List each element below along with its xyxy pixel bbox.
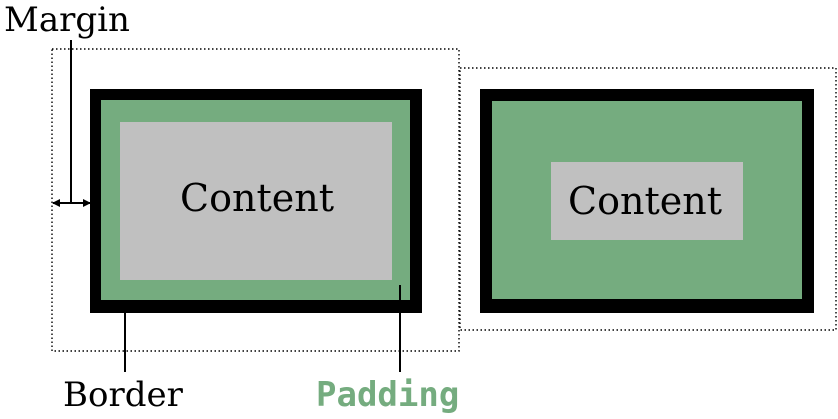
left-box-model: Content [51, 48, 460, 352]
left-margin-outline [51, 48, 460, 352]
padding-label: Padding [316, 375, 459, 415]
right-content-label: Content [568, 179, 722, 223]
border-label: Border [63, 375, 184, 415]
right-content-area [551, 162, 743, 240]
padding-annotation: Padding [316, 285, 459, 415]
left-content-label: Content [180, 176, 334, 220]
margin-label: Margin [4, 0, 130, 40]
border-annotation: Border [63, 311, 184, 415]
right-box-model: Content [459, 67, 837, 331]
margin-annotation: Margin [4, 0, 130, 207]
left-content-area [120, 122, 392, 280]
right-margin-outline [459, 67, 837, 331]
